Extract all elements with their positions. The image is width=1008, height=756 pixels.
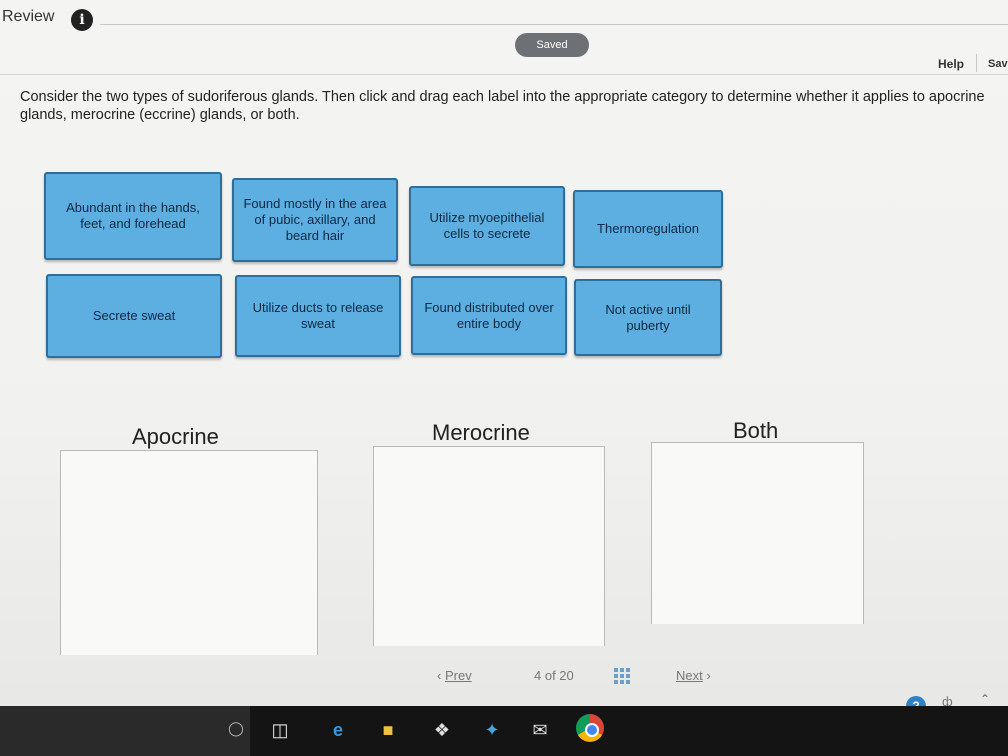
chevron-right-icon: › [706,668,711,683]
people-icon[interactable]: ф [942,694,953,709]
help-link[interactable]: Help [938,57,965,71]
chevron-left-icon: ‹ [437,668,442,683]
file-explorer-icon[interactable]: ■ [382,720,394,740]
drag-label-entire-body[interactable]: Found distributed over entire body [411,276,567,355]
category-title-merocrine: Merocrine [432,420,530,445]
taskbar-left-area [0,706,250,756]
edge-icon[interactable]: e [332,720,343,740]
top-divider [100,24,1008,25]
assignment-screen: Review i Saved Help Sav Consider the two… [0,0,1008,716]
drag-label-pubic-axillary[interactable]: Found mostly in the area of pubic, axill… [232,178,398,262]
drag-label-puberty[interactable]: Not active until puberty [574,279,722,356]
top-bar: Review i [0,0,1008,40]
grid-icon[interactable] [614,668,630,684]
next-label: Next [676,668,703,683]
page-indicator: 4 of 20 [534,668,574,683]
drop-zone-apocrine[interactable] [60,450,318,655]
drag-label-myoepithelial[interactable]: Utilize myoepithelial cells to secrete [409,186,565,266]
info-icon[interactable]: i [71,9,93,31]
chevron-up-icon[interactable]: ⌃ [980,692,991,706]
category-title-both: Both [733,418,779,443]
question-instructions: Consider the two types of sudoriferous g… [20,89,985,123]
drop-zone-both[interactable] [651,442,864,624]
review-label: Review [2,8,55,25]
next-button[interactable]: Next › [676,668,711,683]
save-link[interactable]: Sav [988,58,1008,70]
drag-label-ducts[interactable]: Utilize ducts to release sweat [235,275,401,357]
saved-status-badge: Saved [515,33,589,57]
category-title-apocrine: Apocrine [132,424,219,449]
dropbox-icon[interactable]: ❖ [433,720,451,740]
drag-label-thermoregulation[interactable]: Thermoregulation [573,190,723,268]
chrome-icon[interactable] [576,714,604,742]
app-icon[interactable]: ✦ [484,720,500,740]
drag-label-secrete-sweat[interactable]: Secrete sweat [46,274,222,358]
mail-icon[interactable]: ✉ [532,720,548,740]
header-divider [976,54,977,72]
taskbar [250,706,1008,756]
drag-label-abundant-hands[interactable]: Abundant in the hands, feet, and forehea… [44,172,222,260]
prev-label: Prev [444,668,472,683]
drop-zone-merocrine[interactable] [373,446,605,646]
header-rule [0,74,1008,75]
task-view-icon[interactable]: ◫ [271,720,289,740]
search-icon[interactable]: ◯ [228,720,244,736]
prev-button[interactable]: ‹ Prev [437,668,472,683]
